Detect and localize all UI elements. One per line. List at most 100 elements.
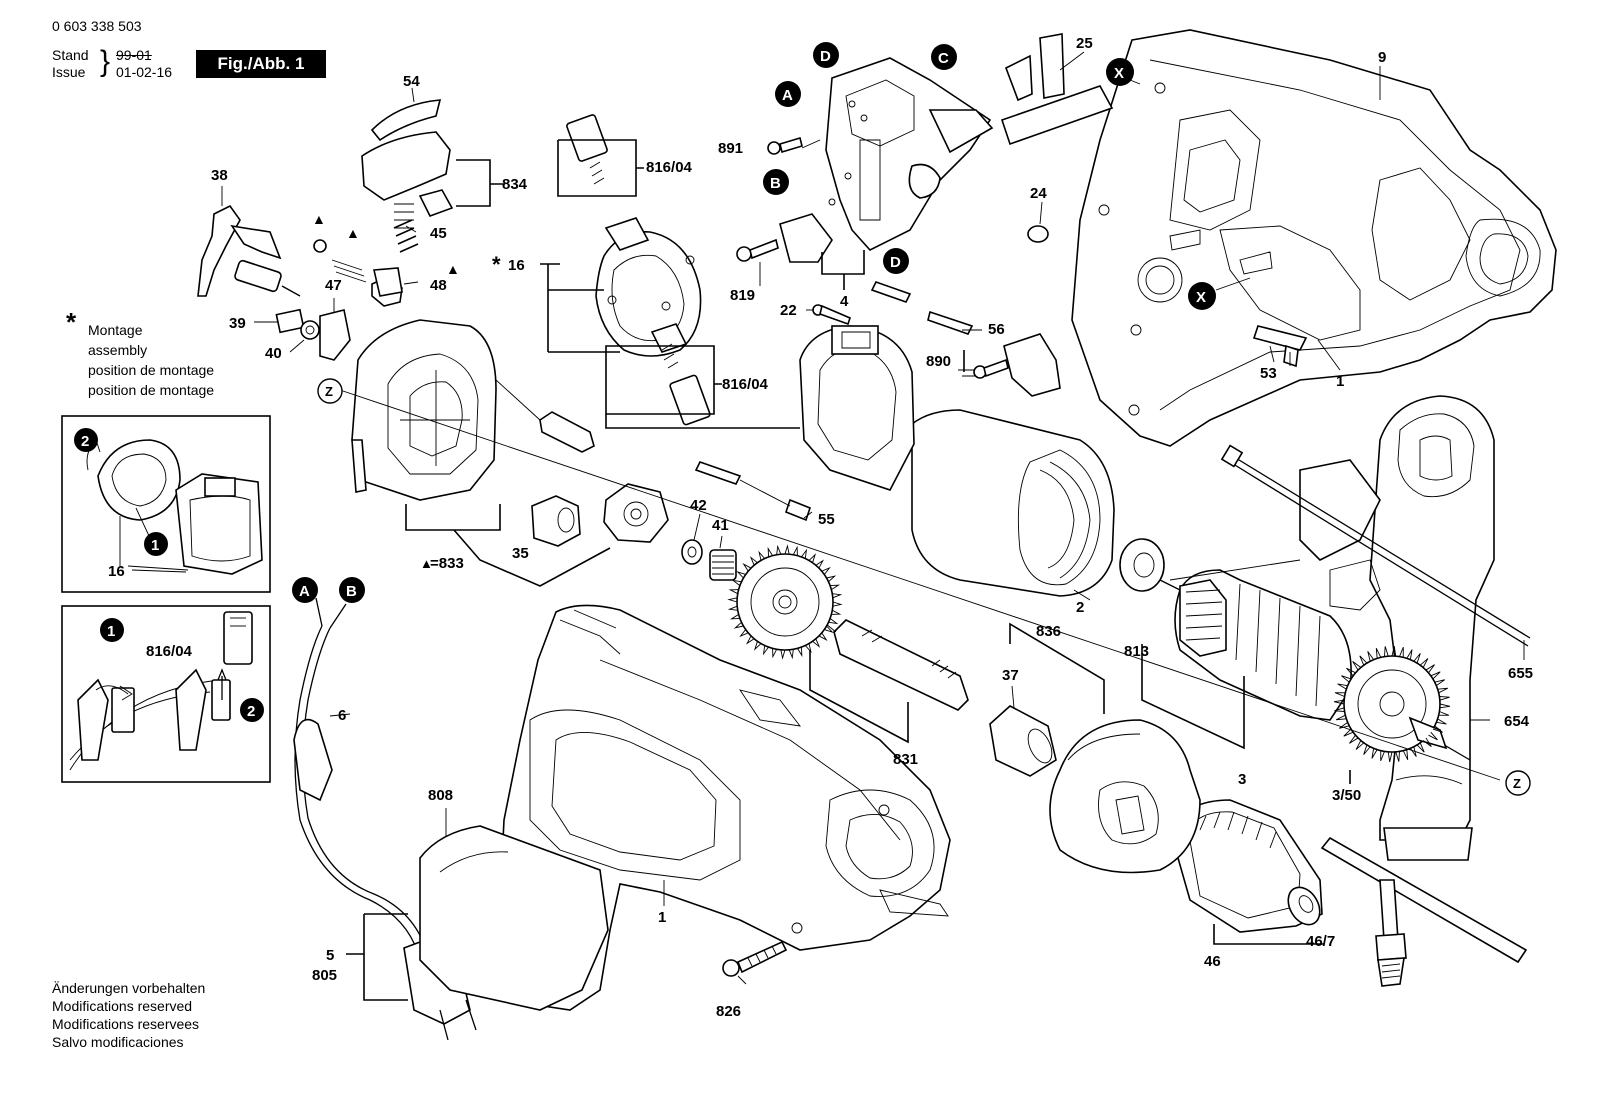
marker-a: A [775,81,801,107]
marker-2-inset-bottom: 2 [240,698,264,722]
svg-text:B: B [346,583,357,600]
label-813: 813 [1124,643,1149,660]
marker-a-cord: A [292,577,318,603]
label-834: 834 [502,176,528,193]
footer-line-1: Änderungen vorbehalten [52,980,206,996]
svg-text:B: B [770,175,781,192]
svg-text:1: 1 [151,537,159,554]
label-55: 55 [818,511,835,528]
clip-53 [1252,325,1308,368]
label-808: 808 [428,787,453,804]
label-35: 35 [512,545,529,562]
terminals-55 [694,461,811,522]
marker-b-cord: B [339,577,365,603]
label-816-04-top: 816/04 [646,159,693,176]
inset-box-top [61,415,271,593]
issue-label: Issue [52,64,86,80]
label-56: 56 [988,321,1005,338]
pin-shaft [539,411,595,453]
label-53: 53 [1260,365,1277,382]
marker-1-inset-bottom: 1 [100,618,124,642]
assembly-note-line-1: Montage [88,322,143,338]
stand-value: 99-01 [116,47,152,63]
lever-38 [197,204,301,297]
bearing-35 [531,495,581,547]
svg-text:2: 2 [247,703,255,720]
marker-z-left: Z [317,378,343,404]
label-45: 45 [430,225,447,242]
footer-line-4: Salvo modificaciones [52,1034,184,1050]
assembly-note-line-2: assembly [88,342,148,358]
screw-819 [736,238,779,262]
spindle-831 [825,619,969,711]
label-3-50: 3/50 [1332,787,1361,804]
issue-value: 01-02-16 [116,64,173,80]
label-46: 46 [1204,953,1221,970]
label-819: 819 [730,287,755,304]
svg-text:Z: Z [1513,776,1521,791]
washer-42 [681,539,703,565]
label-2: 2 [1076,599,1084,616]
label-833-triangle: ▲ [420,556,433,571]
end-shield-left [351,319,497,501]
label-4: 4 [840,293,849,310]
cover-54-834 [361,99,454,229]
label-16-asterisk: * [492,252,501,277]
marker-2-inset-top: 2 [74,428,98,452]
svg-text:D: D [890,254,901,271]
marker-d-mid: D [883,248,909,274]
svg-text:A: A [782,87,793,104]
label-16: 16 [508,257,525,274]
marker-z-right: Z [1505,770,1531,796]
chuck-key-46-7 [1320,836,1528,987]
marker-c: C [931,44,957,70]
assembly-note-line-3: position de montage [88,362,215,378]
marker-triangle-1: ▲ [312,211,326,227]
circle-markers: D C A B D X X A B Z Z 2 1 1 2 [74,42,1531,796]
inset-bottom-drawing [69,611,253,771]
marker-triangle-3: ▲ [446,261,460,277]
label-42: 42 [690,497,707,514]
inset-top-drawing [85,439,263,575]
switch-4 [779,57,994,263]
screw-890 [973,358,1009,379]
assembly-asterisk: * [66,307,77,337]
label-654: 654 [1504,713,1530,730]
inset-box-bottom [61,605,271,783]
label-816-04-bottom: 816/04 [722,376,769,393]
label-38: 38 [211,167,228,184]
fan-blades [1333,645,1451,763]
label-22: 22 [780,302,797,319]
label-826: 826 [716,1003,741,1020]
label-47: 47 [325,277,342,294]
label-16-inset: 16 [108,563,125,580]
label-37: 37 [1002,667,1019,684]
label-40: 40 [265,345,282,362]
marker-x-top: X [1106,58,1134,86]
footer-line-2: Modifications reserved [52,998,193,1014]
svg-text:A: A [299,583,310,600]
marker-triangle-2: ▲ [346,225,360,241]
label-46-7: 46/7 [1306,933,1335,950]
part-number: 0 603 338 503 [52,18,142,34]
label-48: 48 [430,277,447,294]
svg-text:C: C [938,50,949,67]
screw-891 [767,136,803,155]
footer-line-3: Modifications reservees [52,1016,200,1032]
pin-48-small [373,267,403,297]
label-655: 655 [1508,665,1533,682]
spring-41 [709,549,737,581]
label-3: 3 [1238,771,1246,788]
part-labels: 9 25 54 38 834 45 816/04 16 891 48 47 39… [108,35,1533,1020]
label-9: 9 [1378,49,1386,66]
screw-826 [722,940,788,977]
label-6: 6 [338,707,346,724]
gear-housing-836 [1049,719,1201,874]
label-833: =833 [430,555,464,572]
marker-d-top: D [813,42,839,68]
label-41: 41 [712,517,729,534]
figure-title: Fig./Abb. 1 [196,50,326,78]
label-891: 891 [718,140,743,157]
fan-hub [603,483,669,543]
